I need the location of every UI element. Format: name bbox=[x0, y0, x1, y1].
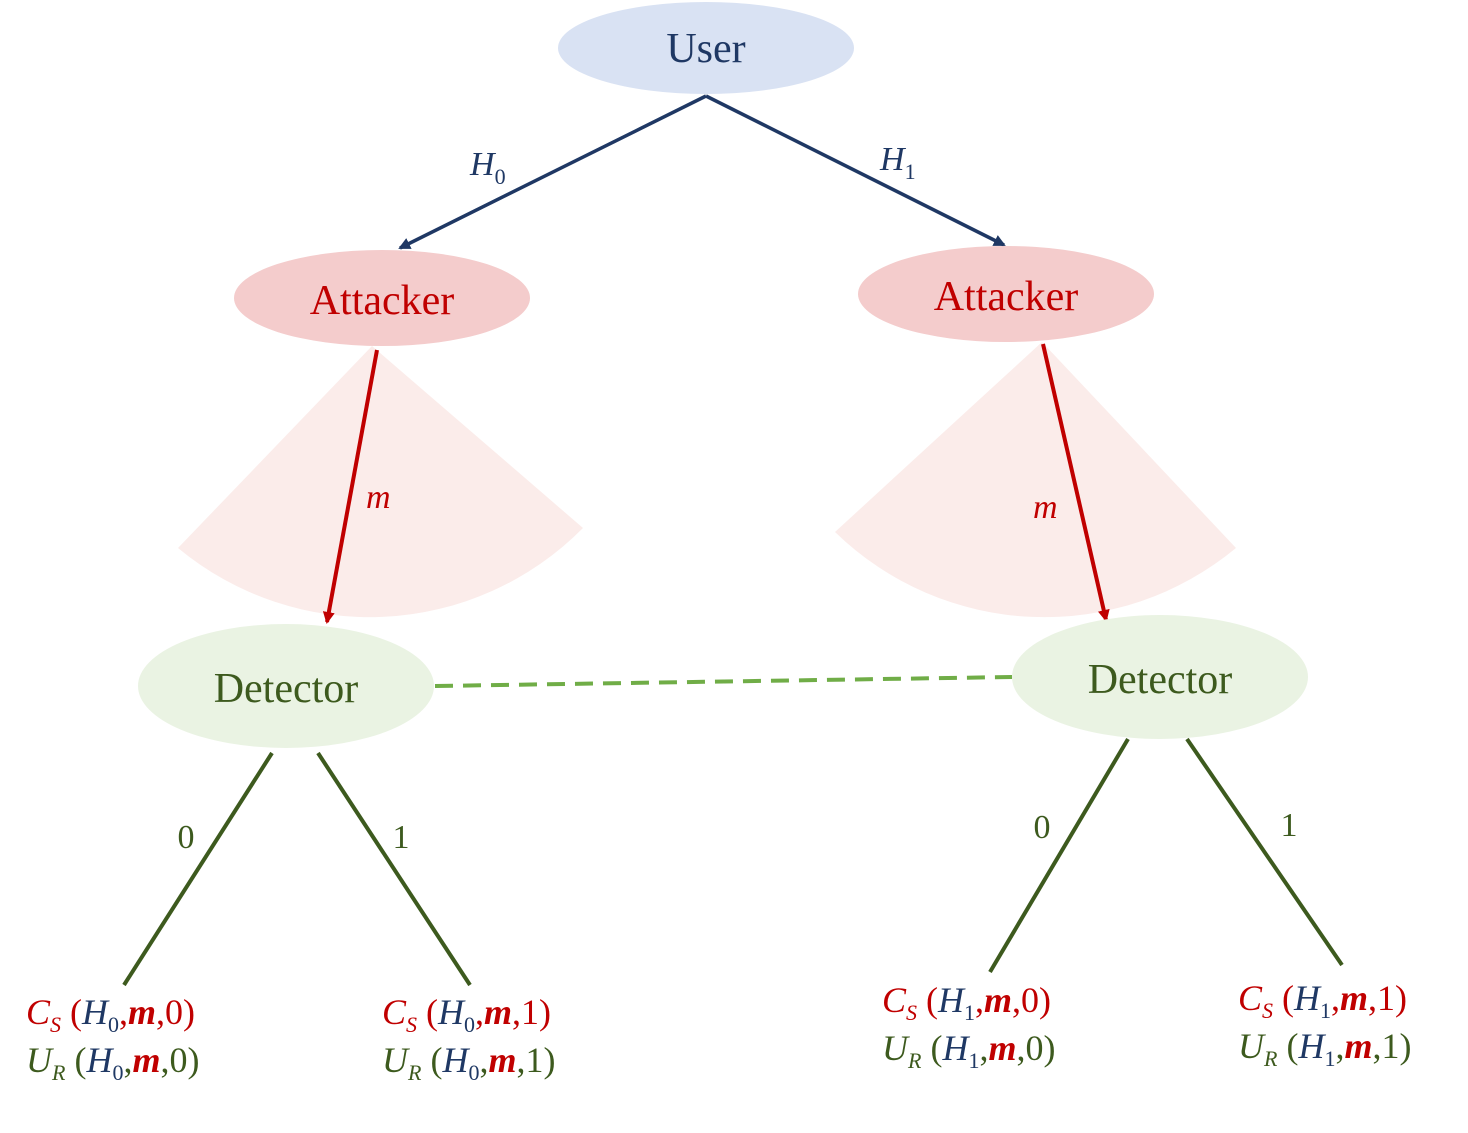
branch-label-right-0: 0 bbox=[1034, 809, 1051, 846]
edge-m-right bbox=[1041, 343, 1110, 622]
attacker-label-left: Attacker bbox=[310, 278, 455, 324]
utility-line: UR (H0,m,0) bbox=[26, 1040, 199, 1085]
branch-left-0 bbox=[122, 751, 274, 987]
payoff-leaf-3: CS (H1,m,0) UR (H1,m,0) bbox=[882, 980, 1055, 1073]
branch-right-0 bbox=[988, 737, 1130, 974]
edge-label-h0: H0 bbox=[469, 146, 506, 189]
branch-label-right-1: 1 bbox=[1281, 807, 1298, 844]
branch-right-1 bbox=[1185, 737, 1344, 967]
edge-h0 bbox=[398, 94, 707, 250]
utility-line: UR (H0,m,1) bbox=[382, 1040, 555, 1085]
payoff-leaf-4: CS (H1,m,1) UR (H1,m,1) bbox=[1238, 978, 1411, 1071]
payoff-leaf-2: CS (H0,m,1) UR (H0,m,1) bbox=[382, 992, 555, 1085]
attacker-node-right bbox=[858, 246, 1154, 342]
payoff-leaf-1: CS (H0,m,0) UR (H0,m,0) bbox=[26, 992, 199, 1085]
edge-label-m-left: m bbox=[366, 479, 391, 516]
attacker-fan-right bbox=[835, 342, 1236, 618]
attacker-label-right: Attacker bbox=[934, 274, 1079, 320]
edge-m-left bbox=[322, 349, 379, 624]
cost-line: CS (H0,m,1) bbox=[382, 992, 551, 1037]
user-node bbox=[558, 2, 854, 94]
utility-line: UR (H1,m,0) bbox=[882, 1028, 1055, 1073]
information-set-link bbox=[434, 675, 1013, 688]
user-label: User bbox=[666, 26, 745, 72]
cost-line: CS (H0,m,0) bbox=[26, 992, 195, 1037]
branch-label-left-0: 0 bbox=[178, 819, 195, 856]
cost-line: CS (H1,m,1) bbox=[1238, 978, 1407, 1023]
edge-label-m-right: m bbox=[1033, 489, 1058, 526]
detector-node-right bbox=[1012, 615, 1308, 739]
utility-line: UR (H1,m,1) bbox=[1238, 1026, 1411, 1071]
attacker-node-left bbox=[234, 250, 530, 346]
detector-node-left bbox=[138, 624, 434, 748]
edge-h1 bbox=[705, 94, 1006, 247]
detector-label-left: Detector bbox=[214, 666, 359, 712]
branch-left-1 bbox=[316, 751, 472, 987]
cost-line: CS (H1,m,0) bbox=[882, 980, 1051, 1025]
attacker-fan-left bbox=[178, 346, 583, 618]
branch-label-left-1: 1 bbox=[393, 819, 410, 856]
detector-label-right: Detector bbox=[1088, 657, 1233, 703]
edge-label-h1: H1 bbox=[879, 141, 916, 184]
